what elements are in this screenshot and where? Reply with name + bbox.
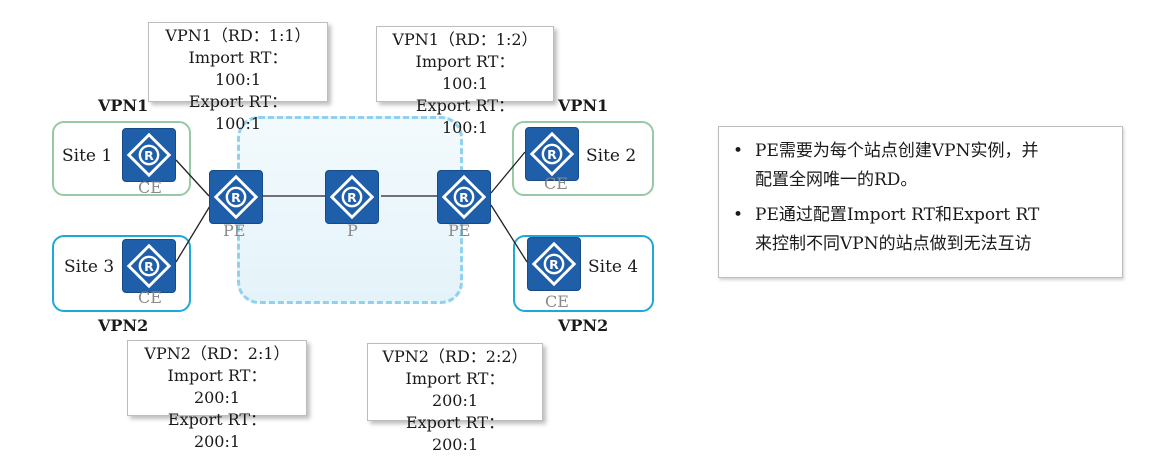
svg-text:R: R (144, 148, 154, 163)
site-1-label: Site 1 (62, 146, 113, 166)
router-icon: R (123, 129, 175, 181)
info-title: VPN1（RD：1:2） (392, 30, 538, 49)
bullet: • (733, 205, 744, 225)
export-rt-label: Export RT： (188, 92, 288, 111)
export-rt-label: Export RT： (405, 413, 505, 432)
svg-text:R: R (459, 190, 469, 205)
ce-label-site2: CE (544, 174, 568, 193)
svg-text:R: R (347, 190, 357, 205)
note-text: PE通过配置Import RT和Export RT (755, 205, 1040, 225)
p-router: R (325, 170, 379, 224)
import-rt-value: 200:1 (431, 391, 479, 410)
svg-text:R: R (547, 147, 557, 162)
import-rt-value: 200:1 (193, 388, 241, 407)
explanation-notes: • PE需要为每个站点创建VPN实例，并 配置全网唯一的RD。 • PE通过配置… (718, 126, 1123, 278)
export-rt-value: 200:1 (431, 435, 479, 454)
note-item-2: • PE通过配置Import RT和Export RT 来控制不同VPN的站点做… (729, 201, 1112, 259)
router-icon: R (526, 128, 578, 180)
vpn1-rd-1-2-box: VPN1（RD：1:2） Import RT： 100:1 Export RT：… (376, 26, 554, 137)
vpn2-rd-2-1-box: VPN2（RD：2:1） Import RT： 200:1 Export RT：… (127, 340, 307, 451)
ce-router-site4: R (527, 237, 581, 291)
site-4-label: Site 4 (588, 257, 639, 277)
router-icon: R (123, 240, 175, 292)
router-icon: R (438, 171, 490, 223)
link-ce3-pe-left (175, 200, 214, 263)
link-pe-right-ce4 (490, 204, 528, 263)
site-3-label: Site 3 (64, 257, 115, 277)
pe-router-left: R (209, 170, 263, 224)
p-label: P (347, 221, 358, 240)
ce-label-site4: CE (545, 292, 569, 311)
vpn2-label-right: VPN2 (558, 316, 609, 335)
router-icon: R (326, 171, 378, 223)
export-rt-value: 100:1 (441, 118, 489, 137)
export-rt-label: Export RT： (167, 410, 267, 429)
import-rt-label: Import RT： (405, 369, 505, 388)
note-text: PE需要为每个站点创建VPN实例，并 (755, 141, 1039, 161)
ce-router-site3: R (122, 239, 176, 293)
import-rt-label: Import RT： (188, 48, 288, 67)
note-text: 来控制不同VPN的站点做到无法互访 (755, 234, 1032, 254)
export-rt-value: 200:1 (193, 432, 241, 451)
site-2-label: Site 2 (586, 146, 637, 166)
pe-right-label: PE (448, 221, 471, 240)
ce-label-site1: CE (138, 178, 162, 197)
svg-text:R: R (549, 257, 559, 272)
vpn2-rd-2-2-box: VPN2（RD：2:2） Import RT： 200:1 Export RT：… (367, 343, 543, 454)
svg-text:R: R (144, 259, 154, 274)
import-rt-value: 100:1 (441, 74, 489, 93)
svg-text:R: R (231, 190, 241, 205)
info-title: VPN2（RD：2:2） (382, 347, 528, 366)
router-icon: R (528, 238, 580, 290)
pe-router-right: R (437, 170, 491, 224)
link-pe-right-ce2 (490, 151, 526, 194)
link-ce1-pe-left (175, 159, 210, 197)
vpn1-label-left: VPN1 (98, 96, 149, 115)
export-rt-label: Export RT： (415, 96, 515, 115)
pe-left-label: PE (223, 221, 246, 240)
note-text: 配置全网唯一的RD。 (755, 170, 918, 190)
bullet: • (733, 141, 744, 161)
router-icon: R (210, 171, 262, 223)
note-item-1: • PE需要为每个站点创建VPN实例，并 配置全网唯一的RD。 (729, 137, 1112, 195)
import-rt-label: Import RT： (415, 52, 515, 71)
import-rt-label: Import RT： (167, 366, 267, 385)
ce-router-site1: R (122, 128, 176, 182)
export-rt-value: 100:1 (214, 114, 262, 133)
vpn1-label-right: VPN1 (558, 96, 609, 115)
info-title: VPN2（RD：2:1） (144, 344, 290, 363)
info-title: VPN1（RD：1:1） (165, 26, 311, 45)
ce-label-site3: CE (138, 288, 162, 307)
vpn2-label-left: VPN2 (98, 316, 149, 335)
vpn1-rd-1-1-box: VPN1（RD：1:1） Import RT： 100:1 Export RT：… (148, 22, 328, 133)
ce-router-site2: R (525, 127, 579, 181)
import-rt-value: 100:1 (214, 70, 262, 89)
